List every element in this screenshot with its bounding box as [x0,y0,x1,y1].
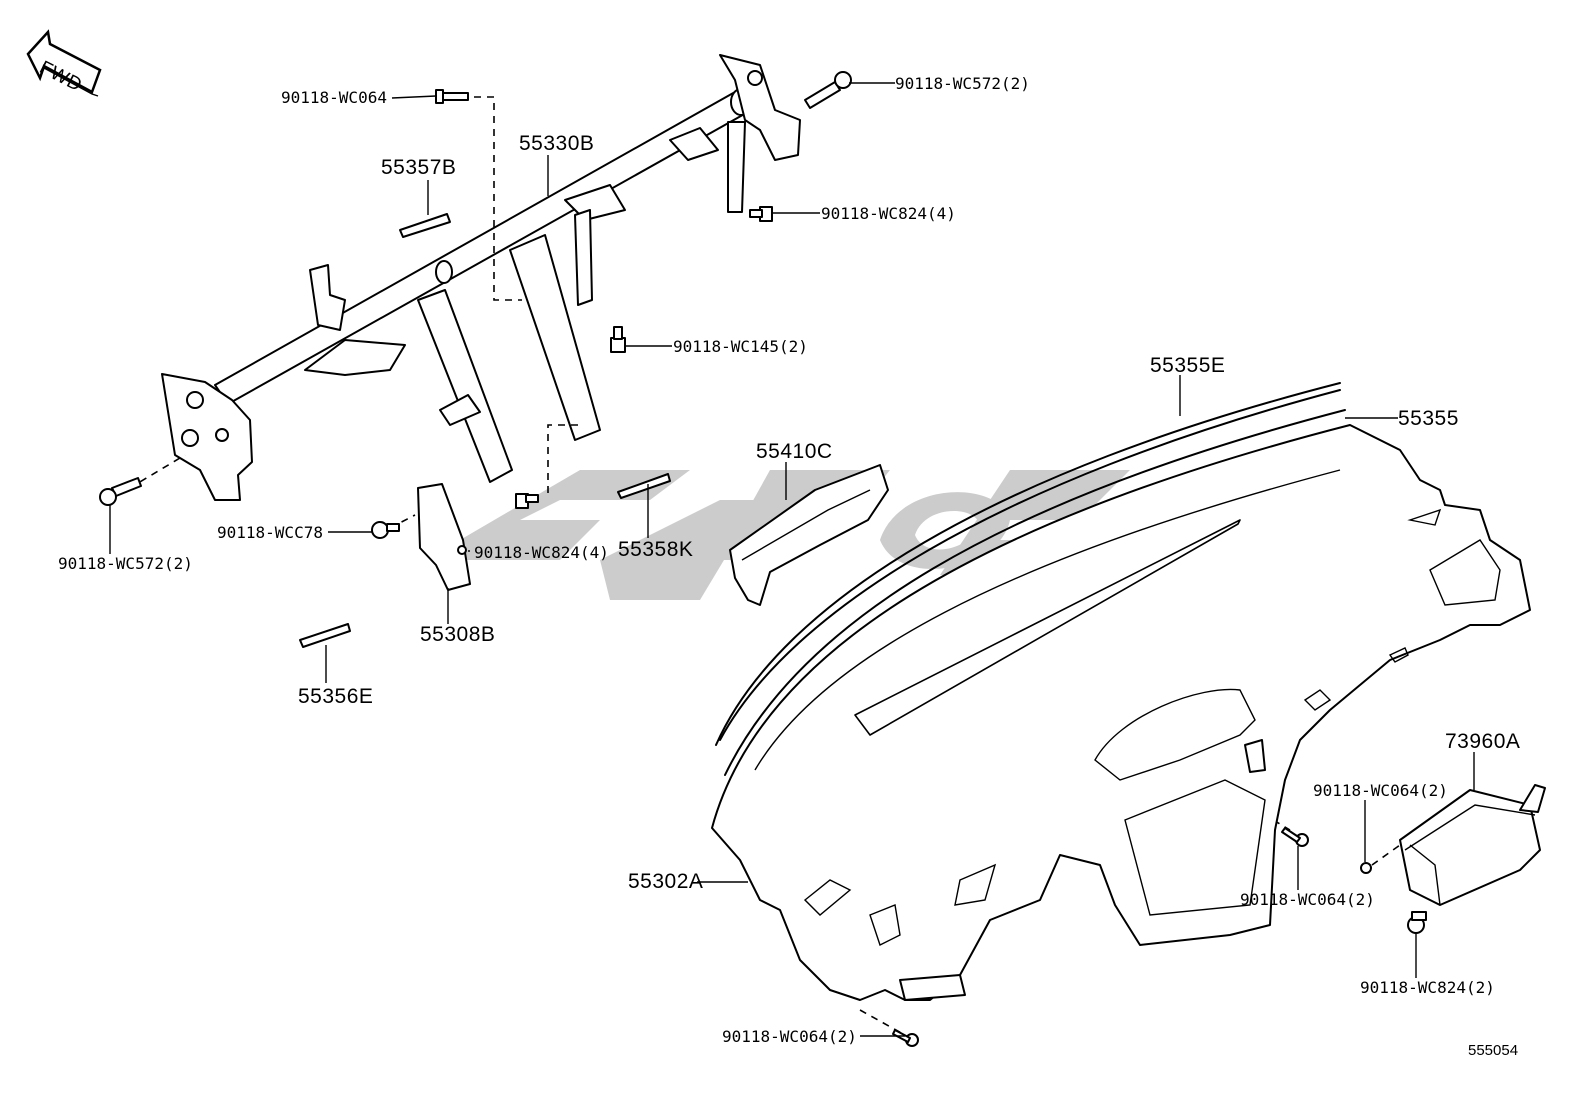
dashed-leader [1371,844,1401,866]
fastener-label-wc572-right: 90118-WC572(2) [895,74,1030,93]
part-label-73960a: 73960A [1445,730,1521,753]
moulding-55355 [724,409,1346,776]
bolt-icon [99,477,142,506]
bolt-icon [371,521,400,539]
fastener-label-wc824-airbag: 90118-WC824(2) [1360,978,1495,997]
instrument-panel-55302a [711,424,1531,1001]
part-label-55355e: 55355E [1150,354,1226,377]
bolt-icon [1281,827,1309,847]
cross-car-beam-drawing [161,54,801,501]
bolt-icon [515,493,539,509]
part-label-55410c: 55410C [756,440,833,463]
bolt-icon [1360,862,1372,874]
part-label-55330b: 55330B [519,132,595,155]
dashed-leader [547,424,578,493]
dashed-leader [474,96,522,301]
bolt-icon [1407,911,1427,934]
bolt-icon [804,71,852,109]
fastener-label-wc824-top: 90118-WC824(4) [821,204,956,223]
trim-strip-55358k [617,473,671,499]
fastener-label-wc572-left: 90118-WC572(2) [58,554,193,573]
fastener-label-wc145: 90118-WC145(2) [673,337,808,356]
part-label-55302a: 55302A [628,870,704,893]
part-label-55308b: 55308B [420,623,496,646]
part-label-55356e: 55356E [298,685,374,708]
part-label-55358k: 55358K [618,538,694,561]
leader-lines [109,82,1475,1037]
bracket-55308b [417,483,471,591]
trim-strip-55357b [399,213,451,238]
fastener-label-wc824-mid: 90118-WC824(4) [474,543,609,562]
bolt-icon [892,1029,919,1047]
fastener-label-wc064-airbag-upper: 90118-WC064(2) [1313,781,1448,800]
part-label-55357b: 55357B [381,156,457,179]
illustration-code: 555054 [1468,1042,1519,1059]
airbag-module-73960a [1399,784,1546,906]
bolt-icon [610,326,626,353]
fastener-label-wc064-top: 90118-WC064 [281,88,387,107]
fastener-label-wc064-bottom: 90118-WC064(2) [722,1027,857,1046]
part-label-55355: 55355 [1398,407,1459,430]
fastener-label-wc064-dash-right: 90118-WC064(2) [1240,890,1375,909]
fastener-label-wcc78: 90118-WCC78 [217,523,323,542]
trim-strip-55356e [299,623,351,648]
moulding-55355e [715,382,1341,746]
bolt-icon [749,206,773,222]
bolt-icon [435,89,469,104]
fwd-arrow-icon [26,29,102,97]
